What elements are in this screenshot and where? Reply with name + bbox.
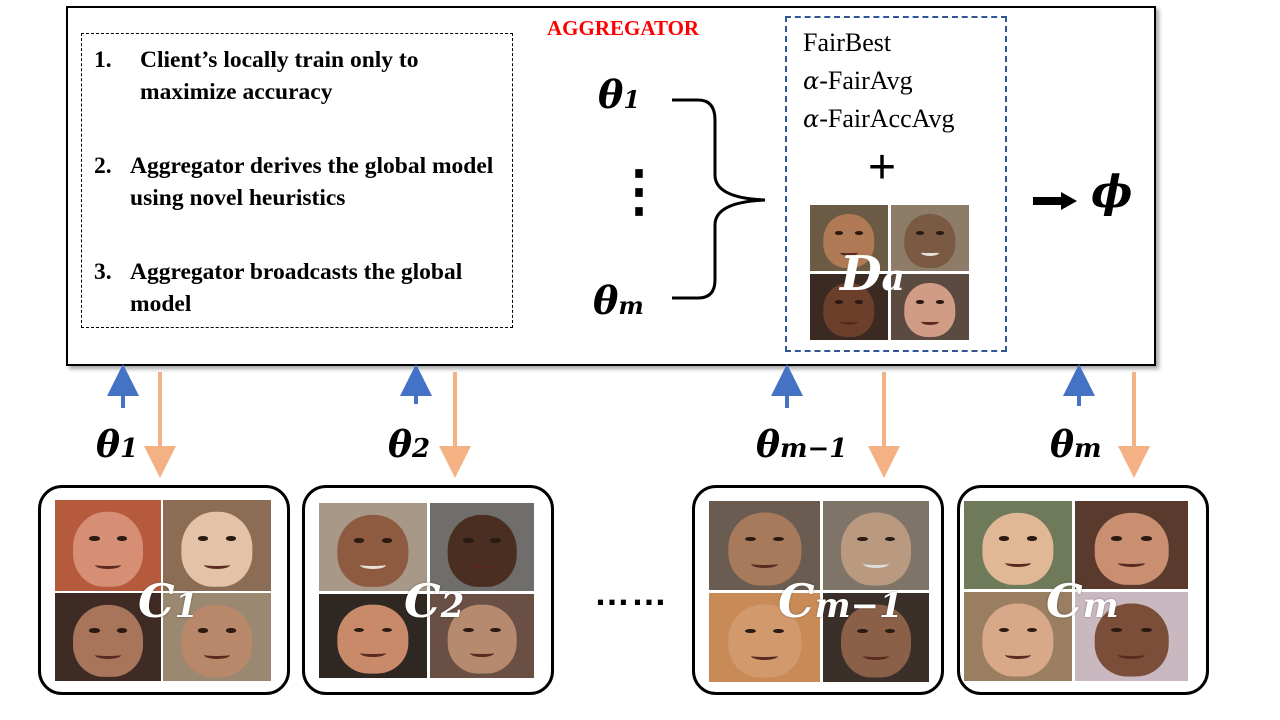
face-image [891,205,969,271]
client-subscript: 2 [440,586,465,626]
method-fairaccavg: α-FairAccAvg [803,104,954,134]
client-subscript: m−1 [814,586,903,626]
right-arrow-icon [1033,192,1077,210]
face-image [319,503,427,591]
aggregator-box [66,6,1156,366]
client-symbol: C [138,574,175,628]
method-fairavg: α-FairAvg [803,66,913,96]
client-m-1-label: Cm−1 [778,574,903,628]
face-image [964,592,1072,681]
step-3-number: 3. [94,259,112,285]
step-1-text: Client’s locally train only to maximize … [140,47,419,105]
theta-symbol: θ [593,278,619,323]
dataset-label: Da [840,246,905,302]
theta-1-aggregator: θ1 [598,72,640,117]
face-image [163,593,271,681]
method-prefix: α [803,105,820,133]
face-image [810,205,888,271]
steps-box: 1. Client’s locally train only to maximi… [81,33,513,328]
theta-client-2: θ2 [388,424,430,466]
theta-subscript: 2 [412,434,431,464]
global-model-phi: ϕ [1091,167,1133,218]
theta-symbol: θ [598,72,624,117]
client-1-label: C1 [138,574,198,628]
dataset-symbol: D [840,246,882,302]
methods-box [785,16,1007,352]
face-image [1075,592,1188,681]
method-name: FairBest [803,28,892,57]
client-symbol: C [778,574,815,628]
face-image [709,593,820,682]
step-1-number: 1. [94,47,112,73]
theta-subscript: m [1074,434,1102,464]
dataset-subscript: a [881,257,905,299]
theta-subscript: 1 [623,85,641,114]
more-clients-ellipsis: …… [594,572,668,613]
step-2-number: 2. [94,153,112,179]
theta-client-m: θm [1050,424,1102,466]
face-image [823,501,929,590]
theta-subscript: 1 [120,434,139,464]
face-image [430,503,534,591]
face-image [1075,501,1188,589]
method-name: -FairAccAvg [819,104,955,133]
theta-m-aggregator: θm [593,278,644,323]
theta-symbol: θ [756,424,781,466]
theta-client-m-1: θm−1 [756,424,847,466]
method-name: -FairAvg [819,66,913,95]
face-image [319,594,427,678]
client-subscript: m [1082,586,1119,626]
theta-symbol: θ [388,424,413,466]
client-2-label: C2 [404,574,464,628]
face-image [891,274,969,340]
aggregator-title: AGGREGATOR [547,16,700,40]
face-image [55,500,161,591]
method-prefix: α [803,67,820,95]
theta-client-1: θ1 [96,424,138,466]
curly-brace [672,98,766,300]
plus-sign: + [868,141,897,194]
theta-subscript: m−1 [780,434,848,464]
step-3-text: Aggregator broadcasts the global model [130,259,463,317]
face-image [430,594,534,678]
theta-symbol: θ [1050,424,1075,466]
theta-symbol: θ [96,424,121,466]
face-image [163,500,271,591]
client-symbol: C [404,574,441,628]
step-2-text: Aggregator derives the global model usin… [130,153,494,211]
face-image [964,501,1072,589]
theta-subscript: m [618,291,644,320]
method-fairbest: FairBest [803,28,891,58]
face-image [709,501,820,590]
face-image [55,593,161,681]
brace-path [672,98,766,300]
face-image [823,593,929,682]
client-m-label: Cm [1046,574,1119,628]
client-symbol: C [1046,574,1083,628]
face-image [810,274,888,340]
client-subscript: 1 [174,586,199,626]
vertical-dots: ⋮ [611,158,667,224]
